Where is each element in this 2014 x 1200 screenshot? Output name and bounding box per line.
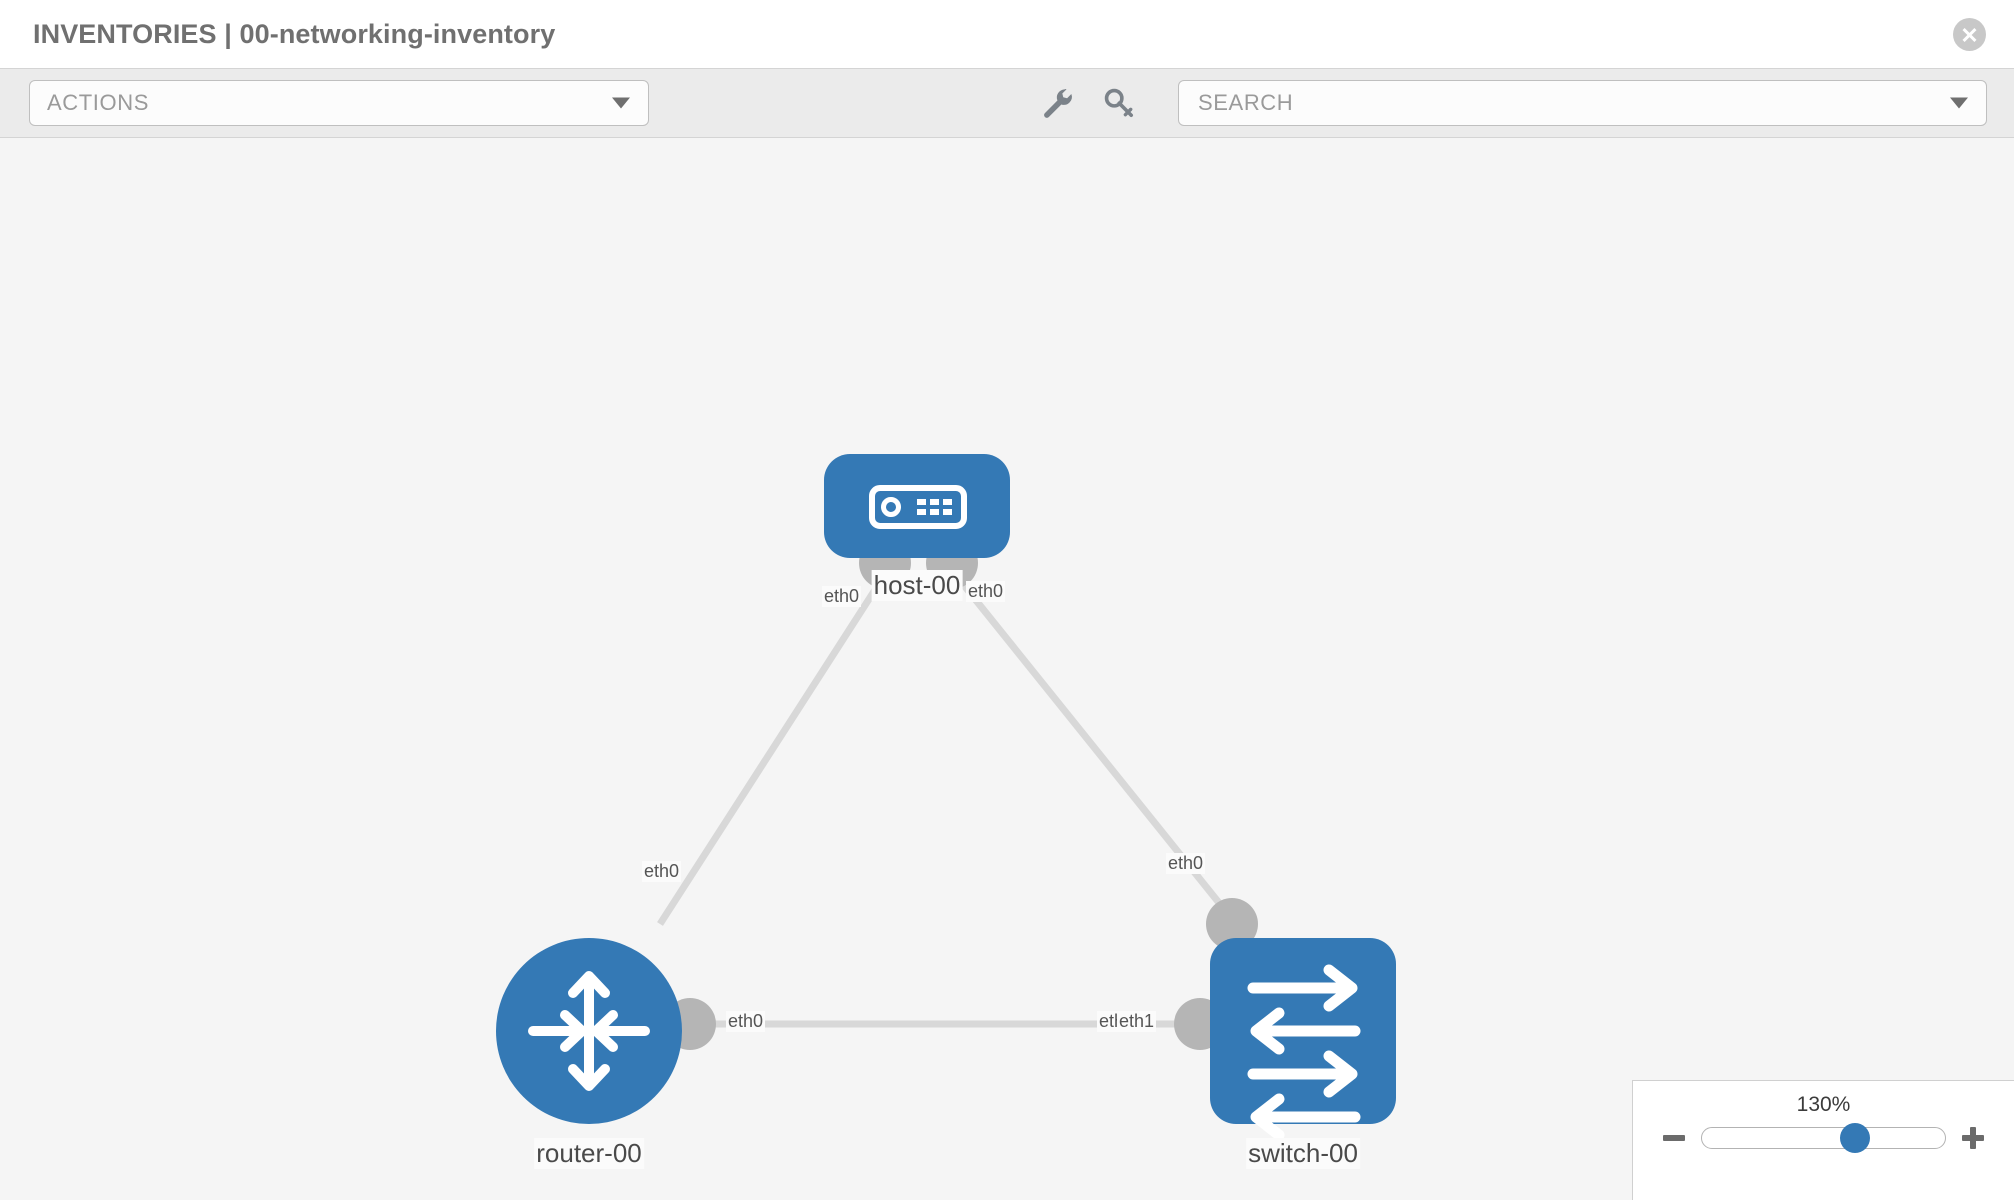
node-host-00[interactable] [824, 454, 1010, 558]
port-switch-upper-left[interactable] [1206, 898, 1258, 950]
node-label-host-00: host-00 [871, 570, 963, 601]
zoom-slider-row [1633, 1123, 2014, 1153]
close-icon [1962, 28, 1977, 42]
zoom-in-button[interactable] [1960, 1125, 1986, 1151]
server-icon [869, 485, 967, 529]
zoom-control-panel: 130% [1632, 1080, 2014, 1200]
topology-canvas[interactable]: host-00 router-00 switch-00 eth0 eth0 et… [0, 138, 2014, 1200]
zoom-out-button[interactable] [1661, 1125, 1687, 1151]
switch-arrows-icon [1247, 964, 1361, 1141]
actions-dropdown[interactable]: ACTIONS [29, 80, 649, 126]
port-label-router-right: eth0 [726, 1011, 766, 1032]
zoom-slider-thumb[interactable] [1840, 1123, 1871, 1153]
node-router-00[interactable] [496, 938, 682, 1124]
zoom-slider-track[interactable] [1701, 1123, 1946, 1153]
node-switch-00[interactable] [1210, 938, 1396, 1141]
topology-graph [496, 454, 1396, 1141]
node-label-switch-00: switch-00 [1246, 1138, 1360, 1169]
page-header: INVENTORIES | 00-networking-inventory [0, 0, 2014, 68]
toolbar-icon-group [1040, 69, 1136, 137]
chevron-down-icon [612, 97, 630, 109]
port-label-host-right: eth0 [966, 581, 1006, 602]
node-label-router-00: router-00 [534, 1138, 644, 1169]
actions-dropdown-label: ACTIONS [47, 90, 149, 115]
page-title: INVENTORIES | 00-networking-inventory [33, 18, 556, 49]
zoom-level-value: 130% [1796, 1093, 1851, 1116]
close-button[interactable] [1953, 18, 1986, 51]
port-label-switch-left: eth1 [1117, 1011, 1157, 1032]
port-label-router-up: eth0 [642, 861, 682, 882]
port-label-switch-up: eth0 [1166, 853, 1206, 874]
search-input[interactable] [1196, 89, 1986, 117]
search-field[interactable] [1178, 80, 1987, 126]
wrench-icon[interactable] [1040, 86, 1074, 120]
search-chevron-down-icon[interactable] [1950, 97, 1968, 109]
port-label-host-left: eth0 [822, 586, 862, 607]
key-icon[interactable] [1102, 86, 1136, 120]
edge-router-host[interactable] [657, 566, 892, 926]
toolbar: ACTIONS [0, 68, 2014, 138]
router-arrows-icon [528, 971, 650, 1091]
